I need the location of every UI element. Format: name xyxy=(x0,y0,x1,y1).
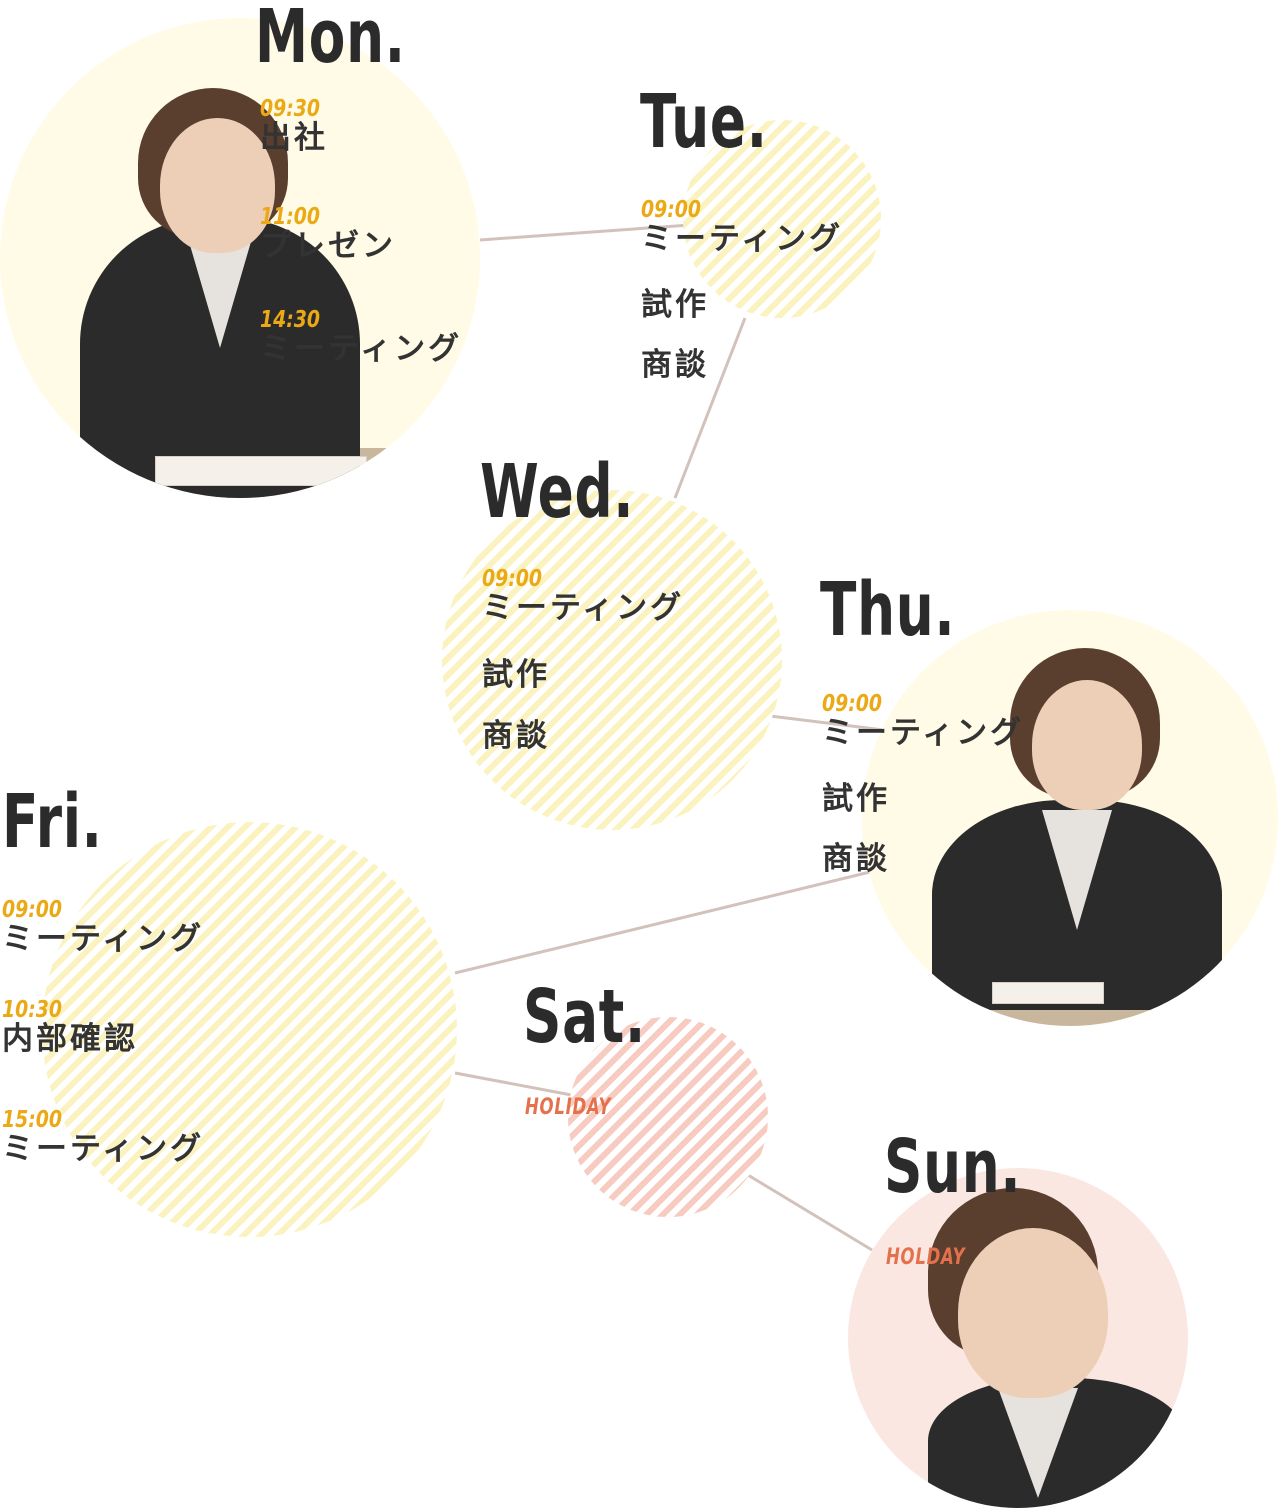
tue-schedule: 試作 xyxy=(641,288,709,323)
wed-schedule: 商談 xyxy=(482,719,550,754)
mon-schedule: 11:00 プレゼン xyxy=(260,206,396,264)
connector-thu-fri xyxy=(454,870,871,975)
wed-schedule: 試作 xyxy=(482,658,550,693)
schedule-time: 15:00 xyxy=(2,1107,63,1133)
day-heading-tue: Tue. xyxy=(640,79,768,165)
mon-schedule: 14:30 ミーティング xyxy=(260,309,462,367)
schedule-task: 出社 xyxy=(260,120,328,156)
day-heading-mon: Mon. xyxy=(255,0,406,80)
schedule-task: 商談 xyxy=(482,718,550,754)
wed-schedule: 09:00 ミーティング xyxy=(482,568,684,626)
sat-holiday-label: HOLIDAY xyxy=(525,1095,612,1120)
schedule-task: 試作 xyxy=(641,287,709,323)
notebook xyxy=(992,982,1104,1004)
fri-schedule: 09:00 ミーティング xyxy=(2,899,204,957)
thu-schedule: 09:00 ミーティング xyxy=(822,693,1024,751)
schedule-time: 09:00 xyxy=(2,897,63,923)
schedule-time: 09:30 xyxy=(260,96,321,122)
tue-schedule: 商談 xyxy=(641,348,709,383)
schedule-task: ミーティング xyxy=(260,331,463,367)
fri-schedule: 10:30 内部確認 xyxy=(2,999,138,1057)
schedule-task: 試作 xyxy=(482,657,550,693)
schedule-task: ミーティング xyxy=(641,221,844,257)
schedule-task: 試作 xyxy=(822,781,890,817)
day-heading-sun: Sun. xyxy=(884,1124,1022,1210)
thu-schedule: 商談 xyxy=(822,842,890,877)
notebook xyxy=(155,456,367,486)
day-heading-sat: Sat. xyxy=(523,974,646,1060)
schedule-time: 14:30 xyxy=(260,307,321,333)
schedule-task: ミーティング xyxy=(2,921,205,957)
wed-circle xyxy=(442,490,782,830)
mon-photo-circle xyxy=(0,18,480,498)
schedule-task: ミーティング xyxy=(822,715,1025,751)
thu-schedule: 試作 xyxy=(822,782,890,817)
connector-mon-tue xyxy=(479,223,691,242)
schedule-task: プレゼン xyxy=(260,228,396,264)
schedule-task: 内部確認 xyxy=(2,1021,138,1057)
schedule-task: ミーティング xyxy=(2,1131,205,1167)
schedule-time: 09:00 xyxy=(641,197,702,223)
sun-photo-circle xyxy=(848,1168,1188,1508)
day-heading-fri: Fri. xyxy=(2,779,103,865)
person-photo xyxy=(922,640,1262,1010)
fri-circle xyxy=(42,822,457,1237)
schedule-time: 09:00 xyxy=(822,691,883,717)
connector-tue-wed xyxy=(673,317,747,499)
day-heading-wed: Wed. xyxy=(480,449,635,535)
thu-photo-circle xyxy=(862,610,1278,1026)
person-photo xyxy=(888,1168,1188,1508)
schedule-task: 商談 xyxy=(641,347,709,383)
schedule-time: 11:00 xyxy=(260,204,321,230)
tue-circle xyxy=(683,120,881,318)
mon-schedule: 09:30 出社 xyxy=(260,98,333,156)
sun-holiday-label: HOLDAY xyxy=(886,1245,966,1270)
schedule-time: 10:30 xyxy=(2,997,63,1023)
connector-fri-sat xyxy=(454,1071,583,1099)
schedule-task: ミーティング xyxy=(482,590,685,626)
day-heading-thu: Thu. xyxy=(820,567,956,653)
fri-schedule: 15:00 ミーティング xyxy=(2,1109,204,1167)
schedule-time: 09:00 xyxy=(482,566,543,592)
connector-sat-sun xyxy=(747,1173,873,1252)
schedule-task: 商談 xyxy=(822,841,890,877)
tue-schedule: 09:00 ミーティング xyxy=(641,199,843,257)
sat-circle xyxy=(568,1017,768,1217)
person-photo xyxy=(70,78,410,498)
